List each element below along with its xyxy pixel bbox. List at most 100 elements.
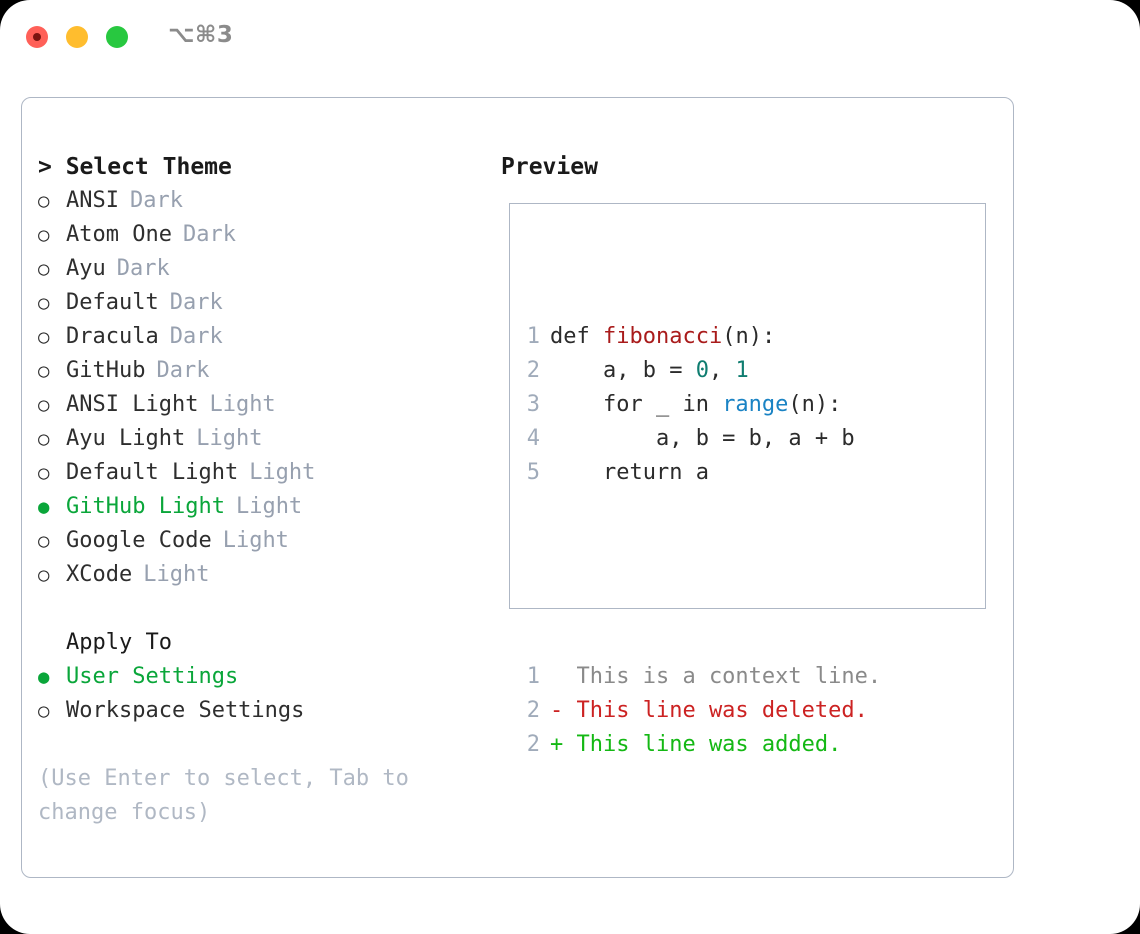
diff-line-text-ctx: This is a context line. xyxy=(550,664,882,689)
apply-to-option-0[interactable]: ● User Settings xyxy=(38,660,498,694)
theme-option-3[interactable]: ○ Default Dark xyxy=(38,286,498,320)
theme-variant-tag: Light xyxy=(209,392,276,417)
code-token-num: 1 xyxy=(735,358,749,383)
diff-line-number: 2 xyxy=(526,732,540,757)
radio-unselected-icon: ○ xyxy=(38,360,50,382)
code-token-plain: for _ in xyxy=(550,392,723,417)
close-button[interactable] xyxy=(26,26,48,48)
apply-to-option-label: User Settings xyxy=(66,664,239,689)
theme-option-label: GitHub xyxy=(66,358,146,383)
apply-to-option-label: Workspace Settings xyxy=(66,698,305,723)
diff-line: 1 This is a context line. xyxy=(524,660,881,694)
apply-to-option-1[interactable]: ○ Workspace Settings xyxy=(38,694,498,728)
theme-option-9[interactable]: ● GitHub Light Light xyxy=(38,490,498,524)
theme-variant-tag: Dark xyxy=(129,188,183,213)
theme-option-1[interactable]: ○ Atom One Dark xyxy=(38,218,498,252)
theme-variant-tag: Light xyxy=(235,494,303,519)
minimize-button[interactable] xyxy=(66,26,88,48)
radio-unselected-icon: ○ xyxy=(38,564,50,586)
apply-to-heading: Apply To xyxy=(66,630,172,655)
apply-to-list[interactable]: ● User Settings ○ Workspace Settings xyxy=(38,660,498,728)
preview-heading: Preview xyxy=(501,154,598,180)
theme-option-6[interactable]: ○ ANSI Light Light xyxy=(38,388,498,422)
theme-variant-tag: Light xyxy=(143,562,210,587)
radio-unselected-icon: ○ xyxy=(38,462,50,484)
select-theme-heading: > Select Theme xyxy=(38,154,232,180)
keyboard-hint-text: (Use Enter to select, Tab to change focu… xyxy=(38,766,423,825)
theme-variant-tag: Dark xyxy=(156,358,210,383)
code-line-number: 4 xyxy=(526,426,540,451)
theme-option-label: ANSI Light xyxy=(66,392,199,417)
code-line-text: a, b = b, a + b xyxy=(550,422,855,456)
code-line: 4 a, b = b, a + b xyxy=(524,422,881,456)
radio-selected-icon: ● xyxy=(38,496,50,518)
radio-unselected-icon: ○ xyxy=(38,292,50,314)
theme-variant-tag: Dark xyxy=(169,290,223,315)
theme-variant-tag: Light xyxy=(249,460,316,485)
code-token-call: range xyxy=(722,392,789,417)
code-line-number: 3 xyxy=(526,392,540,417)
theme-option-label: Atom One xyxy=(66,222,172,247)
theme-option-label: Ayu xyxy=(66,256,106,281)
diff-line-number: 2 xyxy=(526,698,540,723)
radio-unselected-icon: ○ xyxy=(38,258,50,280)
radio-unselected-icon: ○ xyxy=(38,190,50,212)
diff-line: 2 + This line was added. xyxy=(524,728,881,762)
theme-option-label: ANSI xyxy=(66,188,119,213)
radio-selected-icon: ● xyxy=(38,666,50,688)
theme-option-label: Default xyxy=(66,290,159,315)
code-line-number: 1 xyxy=(526,324,540,349)
code-line-text: return a xyxy=(550,456,709,490)
radio-unselected-icon: ○ xyxy=(38,700,50,722)
code-token-plain: , xyxy=(708,358,736,383)
theme-option-label: Dracula xyxy=(66,324,159,349)
code-token-plain: a, b = xyxy=(550,358,696,383)
radio-unselected-icon: ○ xyxy=(38,394,50,416)
code-token-plain: return a xyxy=(550,460,709,485)
theme-option-label: Google Code xyxy=(66,528,212,553)
code-token-plain: def xyxy=(550,324,603,349)
code-token-plain: a, b = b, a + b xyxy=(550,426,855,451)
code-token-num: 0 xyxy=(695,358,709,383)
diff-line-text-add: + This line was added. xyxy=(550,732,842,757)
theme-variant-tag: Dark xyxy=(182,222,236,247)
theme-option-label: Default Light xyxy=(66,460,239,485)
code-token-fn: fibonacci xyxy=(602,324,723,349)
code-token-plain: (n): xyxy=(788,392,842,417)
code-token-plain: (n): xyxy=(722,324,776,349)
code-line: 3 for _ in range(n): xyxy=(524,388,881,422)
code-diff-gap xyxy=(524,558,881,592)
radio-unselected-icon: ○ xyxy=(38,224,50,246)
diff-line-text-del: - This line was deleted. xyxy=(550,698,868,723)
maximize-button[interactable] xyxy=(106,26,128,48)
code-line-number: 5 xyxy=(526,460,540,485)
code-line-number: 2 xyxy=(526,358,540,383)
code-line: 1 def fibonacci(n): xyxy=(524,320,881,354)
code-line-text: a, b = 0, 1 xyxy=(550,354,749,388)
theme-variant-tag: Light xyxy=(196,426,263,451)
code-line-text: def fibonacci(n): xyxy=(550,320,775,354)
theme-option-11[interactable]: ○ XCode Light xyxy=(38,558,498,592)
theme-option-8[interactable]: ○ Default Light Light xyxy=(38,456,498,490)
title-bar: ⌥⌘3 xyxy=(0,0,1140,76)
radio-unselected-icon: ○ xyxy=(38,428,50,450)
theme-option-label: XCode xyxy=(66,562,133,587)
code-line-text: for _ in range(n): xyxy=(550,388,841,422)
diff-sample: 1 This is a context line. 2 - This line wa… xyxy=(524,660,881,762)
theme-variant-tag: Light xyxy=(222,528,289,553)
theme-option-5[interactable]: ○ GitHub Dark xyxy=(38,354,498,388)
theme-option-7[interactable]: ○ Ayu Light Light xyxy=(38,422,498,456)
theme-option-0[interactable]: ○ ANSI Dark xyxy=(38,184,498,218)
code-line: 5 return a xyxy=(524,456,881,490)
radio-unselected-icon: ○ xyxy=(38,326,50,348)
theme-option-label: GitHub Light xyxy=(66,494,225,519)
diff-line-number: 1 xyxy=(526,664,540,689)
theme-option-label: Ayu Light xyxy=(66,426,186,451)
